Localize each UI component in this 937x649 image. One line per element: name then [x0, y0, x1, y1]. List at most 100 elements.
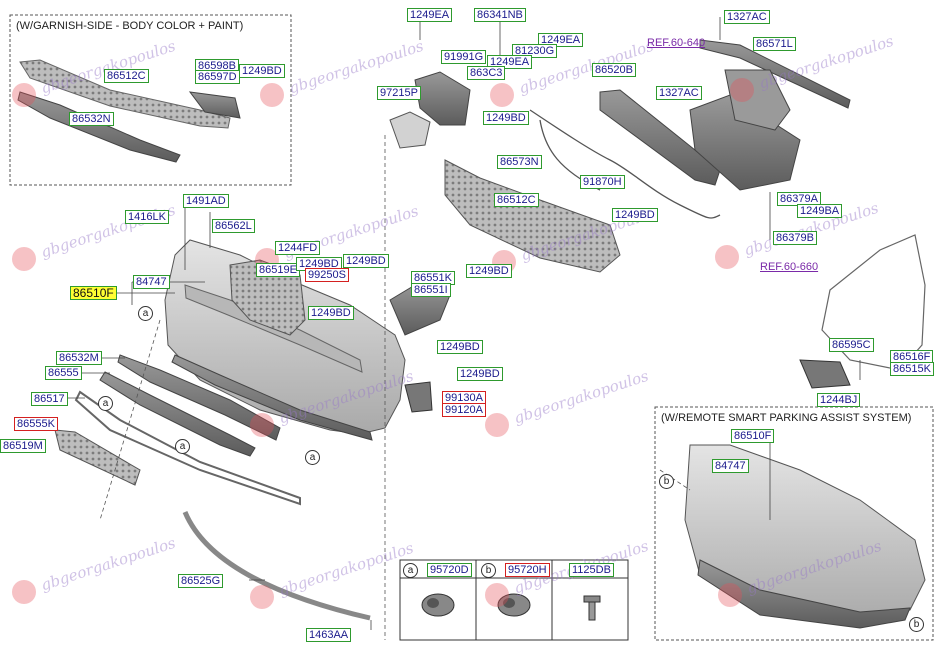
part-label-1249BD[interactable]: 1249BD [437, 340, 483, 354]
cover-97215P [389, 111, 431, 149]
watermark-logo [250, 413, 274, 437]
inset-bumper-lip [697, 559, 911, 629]
part-label-86551K[interactable]: 86551K [411, 271, 455, 285]
part-label-84747[interactable]: 84747 [133, 275, 170, 289]
part-label-86571L[interactable]: 86571L [753, 37, 796, 51]
part-label-1249EA[interactable]: 1249EA [407, 8, 453, 22]
part-label-86520B[interactable]: 86520B [592, 63, 636, 77]
part-label-1249BA[interactable]: 1249BA [797, 204, 843, 218]
watermark-logo [12, 580, 36, 604]
part-label-86532N[interactable]: 86532N [69, 112, 114, 126]
skid-strip-86525G [182, 511, 371, 621]
part-label-1249EA[interactable]: 1249EA [487, 55, 533, 69]
part-label-99250S[interactable]: 99250S [305, 268, 349, 282]
wiring-harness-91870H [529, 109, 721, 219]
part-label-86510F[interactable]: 86510F [70, 286, 117, 300]
lower-trim-86517 [74, 390, 301, 506]
legend-marker-a: a [403, 563, 418, 578]
bolt-icon-1125DB [583, 595, 601, 621]
part-label-1249BD[interactable]: 1249BD [239, 64, 285, 78]
marker-b: b [909, 617, 924, 632]
dashed-guides [99, 135, 691, 640]
middle-grille-86512C [444, 159, 621, 273]
ref-link-60-660[interactable]: REF.60-660 [760, 261, 819, 273]
part-label-86551I[interactable]: 86551I [411, 283, 451, 297]
part-label-86595C[interactable]: 86595C [829, 338, 874, 352]
part-label-1249BD[interactable]: 1249BD [466, 264, 512, 278]
inset-title-parking: (W/REMOTE SMART PARKING ASSIST SYSTEM) [661, 412, 912, 424]
marker-a: a [138, 306, 153, 321]
watermark-logo [260, 83, 284, 107]
part-label-1244BJ[interactable]: 1244BJ [817, 393, 861, 407]
part-label-86597D[interactable]: 86597D [195, 70, 240, 84]
part-label-86379A[interactable]: 86379A [777, 192, 821, 206]
part-label-86512C[interactable]: 86512C [104, 69, 149, 83]
part-label-86341NB[interactable]: 86341NB [474, 8, 526, 22]
inset-box-parking [654, 406, 934, 641]
part-label-86573N[interactable]: 86573N [497, 155, 542, 169]
watermark-logo [12, 83, 36, 107]
inset-grille-part [19, 59, 231, 129]
part-label-91870H[interactable]: 91870H [580, 175, 625, 189]
part-label-86379B[interactable]: 86379B [773, 231, 817, 245]
part-label-86512C[interactable]: 86512C [494, 193, 539, 207]
bracket-86595C [799, 359, 851, 389]
part-label-81230G[interactable]: 81230G [512, 44, 558, 58]
part-label-86519M[interactable]: 86519M [0, 439, 46, 453]
part-label-97215P[interactable]: 97215P [377, 86, 421, 100]
bracket-91991G [414, 71, 471, 126]
legend-part-1125DB[interactable]: 1125DB [569, 563, 614, 577]
marker-b: b [659, 474, 674, 489]
watermark-logo [485, 583, 509, 607]
part-label-1249BD[interactable]: 1249BD [308, 306, 354, 320]
energy-absorber-86520B [599, 89, 721, 186]
part-label-86519E[interactable]: 86519E [256, 263, 300, 277]
lower-grille-86519M [54, 429, 141, 486]
part-label-91991G[interactable]: 91991G [441, 50, 487, 64]
part-label-86525G[interactable]: 86525G [178, 574, 224, 588]
part-label-86517[interactable]: 86517 [31, 392, 68, 406]
part-label-86555K[interactable]: 86555K [14, 417, 58, 431]
sensor-99130A [404, 381, 433, 413]
center-bracket-part [229, 259, 306, 336]
part-label-1249EA[interactable]: 1249EA [538, 33, 584, 47]
inset-box-garnish [9, 14, 292, 186]
part-label-99130A[interactable]: 99130A [442, 391, 486, 405]
part-label-1249BD[interactable]: 1249BD [612, 208, 658, 222]
marker-a: a [98, 396, 113, 411]
sensor-icon-95720H [497, 593, 531, 617]
part-label-86515K[interactable]: 86515K [890, 362, 934, 376]
legend-part-95720H[interactable]: 95720H [505, 563, 550, 577]
watermark-logo [718, 583, 742, 607]
part-label-1491AD[interactable]: 1491AD [183, 194, 229, 208]
part-label-84747[interactable]: 84747 [712, 459, 749, 473]
part-label-99120A[interactable]: 99120A [442, 403, 486, 417]
part-label-86516F[interactable]: 86516F [890, 350, 934, 364]
inset-title-garnish: (W/GARNISH-SIDE - BODY COLOR + PAINT) [16, 20, 244, 32]
inset-side-garnish [188, 91, 241, 119]
watermark-logo [485, 413, 509, 437]
part-label-86532M[interactable]: 86532M [56, 351, 102, 365]
part-label-86510F[interactable]: 86510F [731, 429, 775, 443]
ref-link-60-640[interactable]: REF.60-640 [647, 37, 706, 49]
marker-a: a [305, 450, 320, 465]
part-label-1249BD[interactable]: 1249BD [483, 111, 529, 125]
part-label-863C3[interactable]: 863C3 [467, 66, 506, 80]
part-label-1463AA[interactable]: 1463AA [306, 628, 352, 642]
part-label-86555[interactable]: 86555 [45, 366, 82, 380]
part-label-86562L[interactable]: 86562L [212, 219, 255, 233]
legend-marker-b: b [481, 563, 496, 578]
part-label-1244FD[interactable]: 1244FD [275, 241, 321, 255]
part-label-1327AC[interactable]: 1327AC [656, 86, 702, 100]
watermark-logo [12, 247, 36, 271]
part-label-1249BD[interactable]: 1249BD [457, 367, 503, 381]
watermark-logo [490, 83, 514, 107]
part-label-1416LK[interactable]: 1416LK [125, 210, 169, 224]
legend-part-95720D[interactable]: 95720D [427, 563, 472, 577]
part-label-1327AC[interactable]: 1327AC [724, 10, 770, 24]
lower-garnish-86532M [117, 354, 281, 441]
part-label-1249BD[interactable]: 1249BD [343, 254, 389, 268]
watermark-logo [715, 245, 739, 269]
